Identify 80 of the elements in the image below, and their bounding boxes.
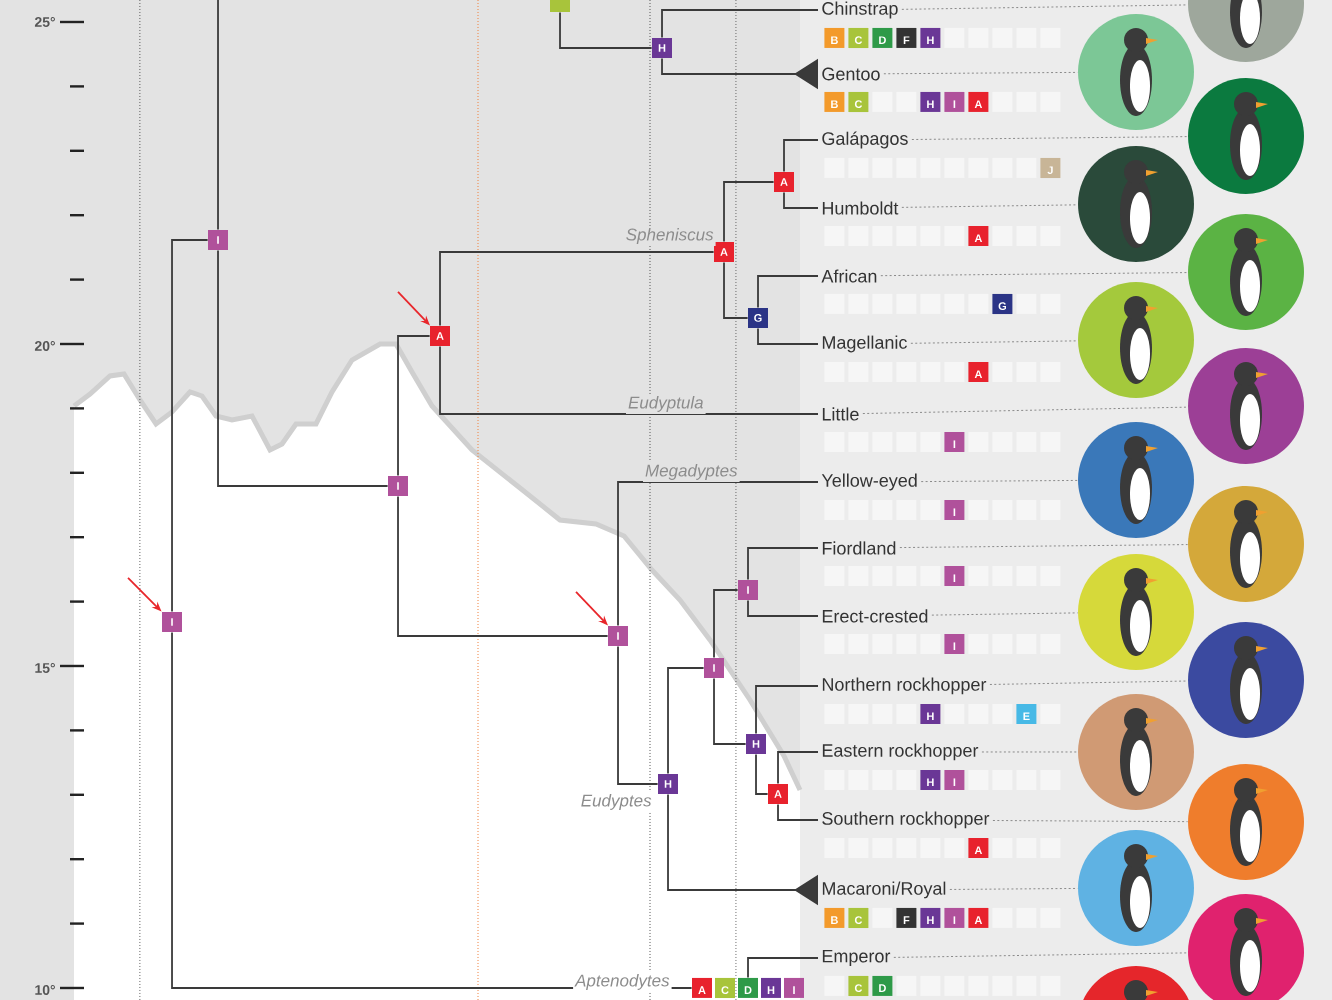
clade-label: Spheniscus bbox=[623, 226, 716, 246]
branch-line bbox=[757, 275, 819, 309]
branch-line bbox=[397, 335, 431, 477]
clade-label: Eudyptula bbox=[626, 394, 706, 414]
branch-line bbox=[713, 589, 739, 659]
leader-line bbox=[931, 612, 1079, 616]
species-name: Galápagos bbox=[822, 131, 908, 149]
branch-line bbox=[217, 249, 389, 487]
species-name: Emperor bbox=[822, 949, 891, 967]
leader-line bbox=[901, 4, 1189, 10]
leader-line bbox=[949, 887, 1079, 890]
penguin-picture bbox=[1078, 14, 1194, 130]
branch-line bbox=[617, 481, 819, 627]
clade-label: Aptenodytes bbox=[573, 972, 672, 992]
species-name: Southern rockhopper bbox=[822, 811, 990, 829]
species-name: African bbox=[821, 269, 877, 283]
branch-line bbox=[439, 345, 819, 415]
penguin-picture bbox=[1078, 966, 1194, 1000]
penguin-picture bbox=[1078, 422, 1194, 538]
species-name: Humboldt bbox=[822, 201, 899, 215]
species-name: Yellow-eyed bbox=[821, 473, 917, 491]
leader-line bbox=[899, 544, 1189, 549]
branch-line bbox=[713, 677, 747, 745]
branch-line bbox=[171, 239, 209, 613]
branch-line bbox=[667, 667, 705, 775]
leader-line bbox=[989, 680, 1189, 685]
branch-line bbox=[777, 803, 819, 821]
species-name: Gentoo bbox=[822, 67, 880, 81]
branch-line bbox=[617, 645, 659, 785]
branch-line bbox=[559, 11, 653, 49]
species-name: Eastern rockhopper bbox=[822, 743, 979, 761]
leader-line bbox=[920, 479, 1079, 483]
penguin-picture bbox=[1078, 282, 1194, 398]
leader-line bbox=[880, 272, 1189, 277]
leader-line bbox=[992, 820, 1189, 823]
penguin-picture bbox=[1188, 486, 1304, 602]
species-name: Macaroni/Royal bbox=[822, 881, 946, 899]
penguin-picture bbox=[1078, 554, 1194, 670]
penguin-picture bbox=[1188, 78, 1304, 194]
leader-line bbox=[911, 136, 1189, 140]
branch-line bbox=[757, 327, 819, 345]
branch-line bbox=[755, 753, 769, 795]
branch-line bbox=[783, 139, 819, 173]
clade-marker bbox=[550, 0, 570, 12]
branch-line bbox=[747, 599, 819, 617]
species-name: Fiordland bbox=[822, 541, 896, 555]
branch-line bbox=[747, 547, 819, 581]
clade-label: Eudyptes bbox=[578, 792, 654, 812]
branch-line bbox=[777, 751, 819, 785]
branch-line bbox=[661, 9, 819, 39]
leader-line bbox=[862, 406, 1189, 415]
penguin-picture bbox=[1188, 348, 1304, 464]
leader-line bbox=[910, 340, 1079, 344]
penguin-picture bbox=[1078, 146, 1194, 262]
branch-line bbox=[439, 251, 715, 327]
species-name: Magellanic bbox=[822, 335, 907, 353]
penguin-picture bbox=[1188, 214, 1304, 330]
branch-line bbox=[171, 631, 693, 989]
branch-line bbox=[747, 957, 819, 979]
branch-line bbox=[723, 261, 749, 319]
branch-line bbox=[217, 0, 219, 231]
leader-line bbox=[901, 204, 1079, 208]
species-name: Chinstrap bbox=[822, 1, 898, 19]
penguin-picture bbox=[1188, 764, 1304, 880]
branch-line bbox=[397, 495, 609, 637]
leader-line bbox=[893, 952, 1189, 958]
penguin-picture bbox=[1188, 0, 1304, 62]
leader-line bbox=[883, 71, 1079, 75]
clade-label: Megadyptes bbox=[643, 462, 740, 482]
penguin-picture bbox=[1078, 830, 1194, 946]
penguin-picture bbox=[1078, 694, 1194, 810]
species-name: Little bbox=[822, 407, 859, 421]
penguin-picture bbox=[1188, 894, 1304, 1000]
species-name: Erect-crested bbox=[822, 609, 928, 623]
species-name: Northern rockhopper bbox=[822, 677, 987, 695]
leader-line bbox=[981, 751, 1079, 753]
branch-line bbox=[723, 181, 775, 243]
branch-line bbox=[783, 191, 819, 209]
branch-line bbox=[755, 685, 819, 735]
penguin-picture bbox=[1188, 622, 1304, 738]
